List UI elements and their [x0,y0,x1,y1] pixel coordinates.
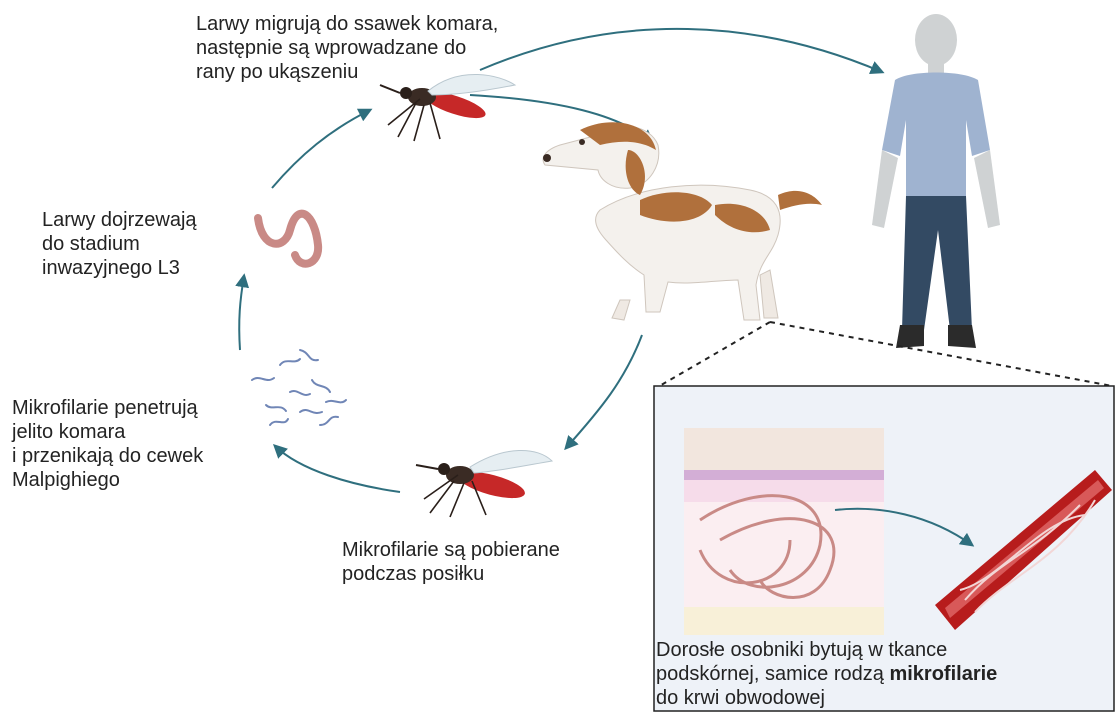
label-line: i przenikają do cewek [12,444,203,468]
label-text: podskórnej, samice rodzą [656,663,889,685]
label-line: rany po ukąszeniu [196,60,498,84]
label-line: Malpighiego [12,468,203,492]
label-line: do stadium [42,232,197,256]
label-blood-meal: Mikrofilarie są pobierane podczas posiłk… [342,538,560,586]
zoom-lines [656,322,1112,388]
label-line: jelito komara [12,420,203,444]
arrow-dog-to-mosquito [566,335,642,448]
label-bold: mikrofilarie [889,663,997,685]
label-line: Larwy dojrzewają [42,208,197,232]
label-line: Larwy migrują do ssawek komara, [196,12,498,36]
label-line: do krwi obwodowej [656,686,997,710]
label-larvae-migrate: Larwy migrują do ssawek komara, następni… [196,12,498,84]
mosquito-icon [380,74,515,141]
label-line: podskórnej, samice rodzą mikrofilarie [656,662,997,686]
label-adults: Dorosłe osobniki bytują w tkance podskór… [656,638,997,710]
label-larvae-mature: Larwy dojrzewają do stadium inwazyjnego … [42,208,197,280]
label-microfilariae-penetrate: Mikrofilarie penetrują jelito komara i p… [12,396,203,492]
skin-section [684,428,884,635]
label-line: inwazyjnego L3 [42,256,197,280]
microfilariae-icon [252,350,346,425]
label-line: Mikrofilarie są pobierane [342,538,560,562]
human-figure [872,14,1000,348]
label-line: Mikrofilarie penetrują [12,396,203,420]
mosquito-icon [416,450,552,517]
label-line: Dorosłe osobniki bytują w tkance [656,638,997,662]
larva-worm-icon [258,214,318,264]
arrow-micro-to-larva [239,276,244,350]
arrow-larva-to-mosquito [272,110,370,188]
label-line: podczas posiłku [342,562,560,586]
label-line: następnie są wprowadzane do [196,36,498,60]
arrow-to-human [480,29,882,72]
dog-illustration [543,122,822,320]
arrow-to-micro [275,446,400,492]
